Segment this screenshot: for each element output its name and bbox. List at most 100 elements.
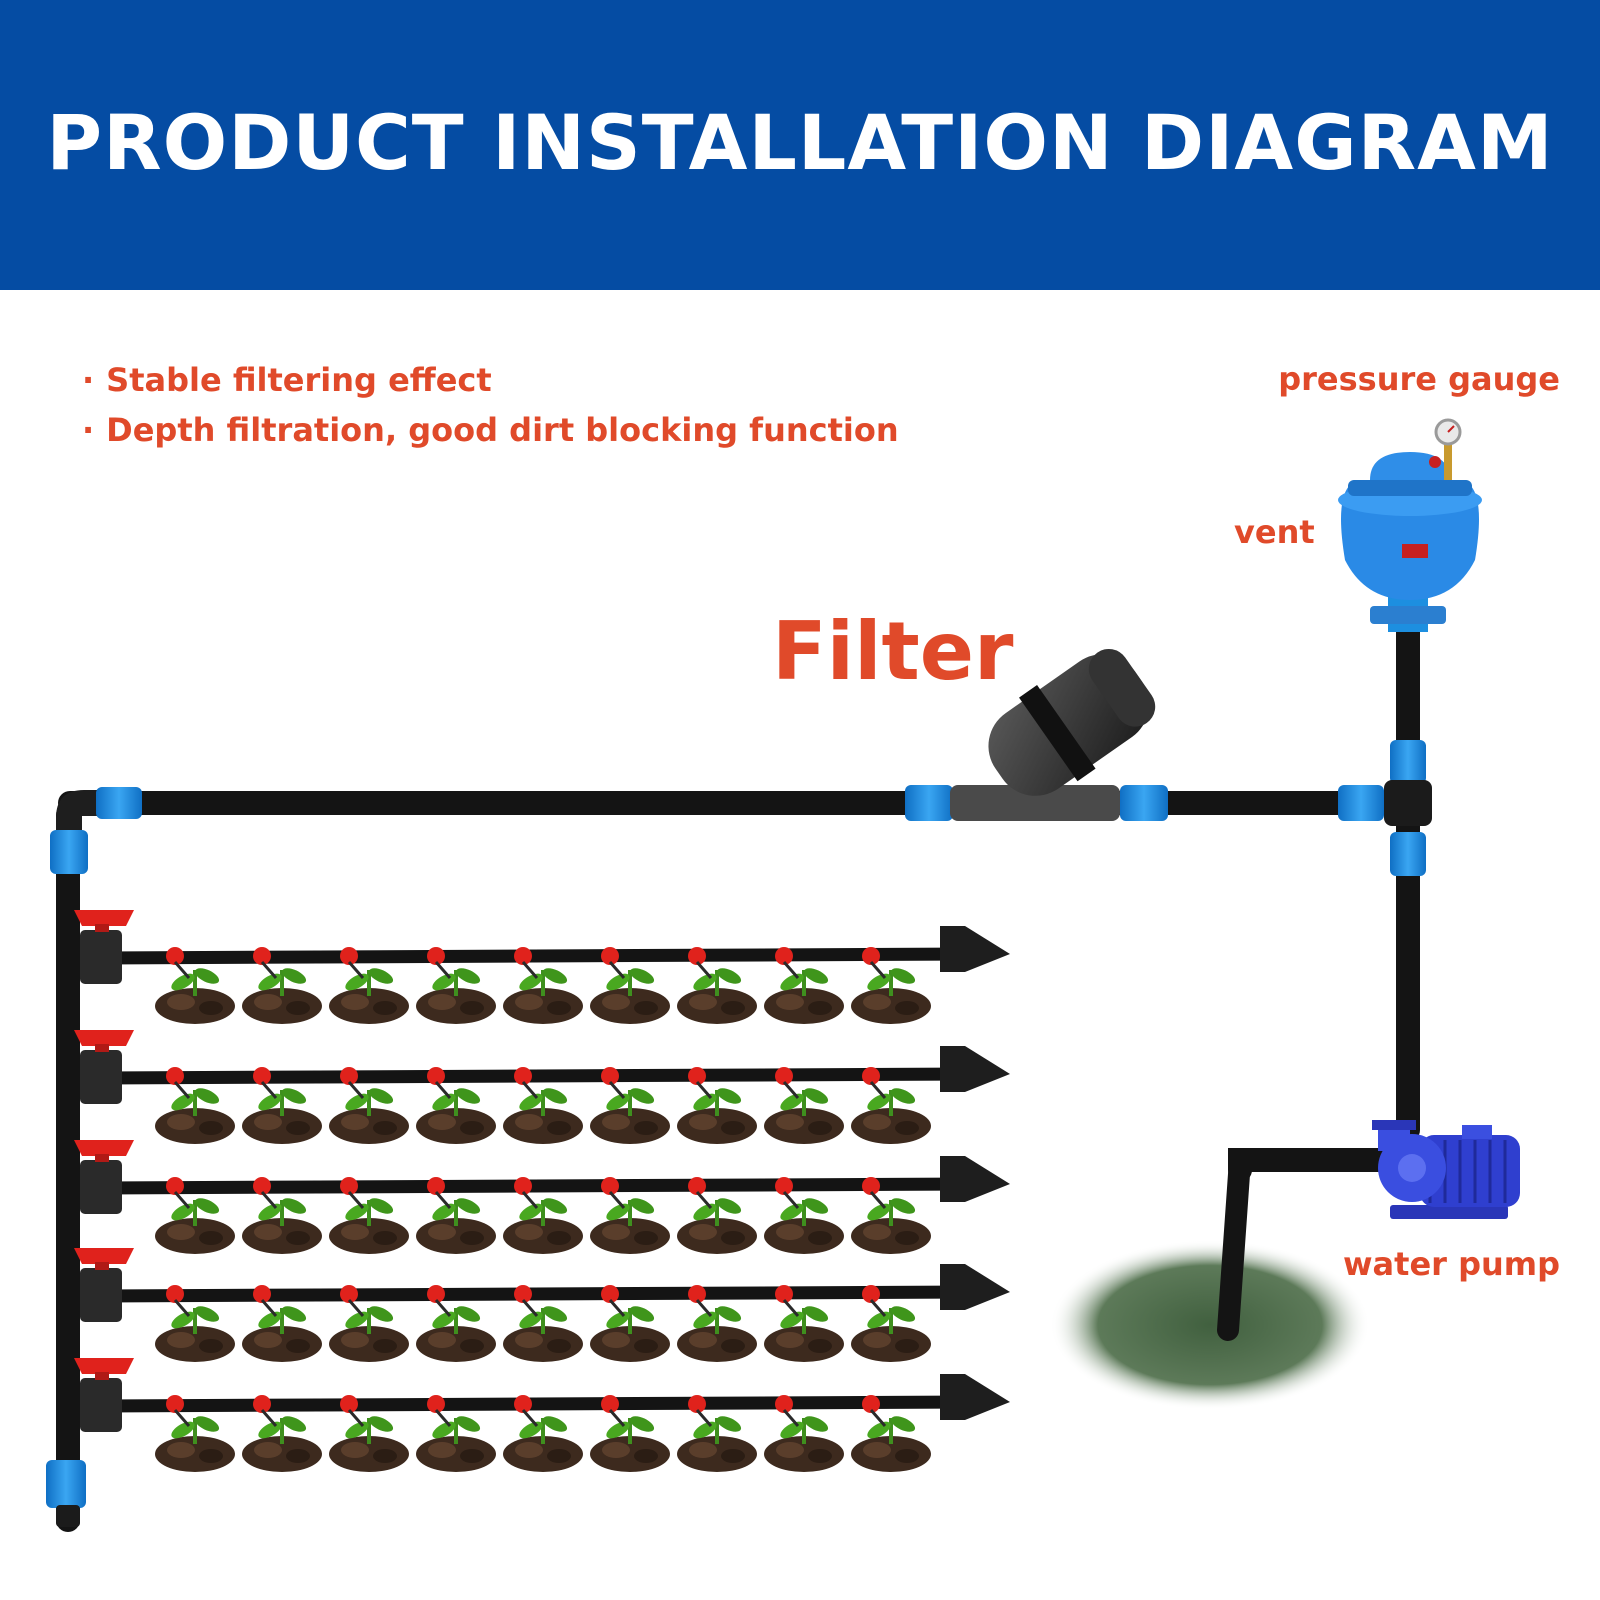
end-plug-icon: [940, 926, 1010, 972]
seedling-icon: [329, 968, 409, 1024]
dripper-icon: [688, 947, 713, 979]
dripper-icon: [514, 1177, 539, 1209]
drip-line: [74, 910, 1010, 1024]
page-title: PRODUCT INSTALLATION DIAGRAM: [46, 98, 1554, 187]
dripper-icon: [862, 1067, 887, 1099]
dripper-icon: [166, 1177, 191, 1209]
dripper-icon: [427, 1067, 452, 1099]
dripper-icon: [253, 1177, 278, 1209]
ball-valve-icon: [74, 910, 134, 984]
dripper-icon: [862, 947, 887, 979]
seedling-icon: [242, 1306, 322, 1362]
connector-group: [46, 740, 1426, 1508]
dripper-icon: [253, 1285, 278, 1317]
dripper-icon: [166, 1395, 191, 1427]
dripper-icon: [688, 1285, 713, 1317]
dripper-icon: [775, 1285, 800, 1317]
seedling-icon: [242, 1416, 322, 1472]
seedling-icon: [155, 1416, 235, 1472]
dripper-icon: [601, 1067, 626, 1099]
seedling-icon: [677, 1198, 757, 1254]
dripper-icon: [166, 1067, 191, 1099]
dripper-icon: [514, 947, 539, 979]
label-pressure-gauge: pressure gauge: [1278, 360, 1560, 398]
dripper-icon: [601, 1285, 626, 1317]
seedling-icon: [242, 1198, 322, 1254]
dripper-icon: [688, 1395, 713, 1427]
label-vent: vent: [1234, 513, 1315, 551]
dripper-icon: [340, 1067, 365, 1099]
seedling-icon: [590, 1088, 670, 1144]
seedling-icon: [764, 1198, 844, 1254]
seedling-icon: [764, 1306, 844, 1362]
connector: [1338, 785, 1384, 821]
connector: [46, 1460, 86, 1508]
seedling-icon: [590, 1198, 670, 1254]
seedling-icon: [155, 1088, 235, 1144]
seedling-icon: [242, 968, 322, 1024]
seedling-icon: [677, 1416, 757, 1472]
dripper-icon: [862, 1395, 887, 1427]
dripper-icon: [166, 1285, 191, 1317]
connector: [50, 830, 88, 874]
seedling-icon: [329, 1306, 409, 1362]
dripper-icon: [253, 947, 278, 979]
seedling-icon: [329, 1198, 409, 1254]
connector: [1390, 832, 1426, 876]
dripper-icon: [427, 1395, 452, 1427]
pressure-gauge-icon: [1429, 418, 1462, 480]
seedling-icon: [851, 1198, 931, 1254]
seedling-icon: [677, 1306, 757, 1362]
seedling-icon: [590, 968, 670, 1024]
end-plug-icon: [940, 1374, 1010, 1420]
water-source-icon: [1050, 1240, 1370, 1410]
dripper-icon: [253, 1395, 278, 1427]
dripper-icon: [427, 1285, 452, 1317]
dripper-icon: [166, 947, 191, 979]
dripper-icon: [775, 1395, 800, 1427]
seedling-icon: [503, 1416, 583, 1472]
dripper-icon: [427, 947, 452, 979]
dripper-icon: [688, 1177, 713, 1209]
seedling-icon: [851, 968, 931, 1024]
drip-line: [74, 1140, 1010, 1254]
seedling-icon: [764, 968, 844, 1024]
drip-line: [74, 1248, 1010, 1362]
feature-list: Stable filtering effect Depth filtration…: [82, 355, 899, 455]
seedling-icon: [851, 1088, 931, 1144]
seedling-icon: [764, 1088, 844, 1144]
seedling-icon: [416, 1306, 496, 1362]
dripper-icon: [340, 1177, 365, 1209]
connector: [96, 787, 142, 819]
main-pipe: [56, 618, 1422, 1532]
seedling-icon: [416, 1416, 496, 1472]
seedling-icon: [590, 1306, 670, 1362]
ball-valve-icon: [74, 1140, 134, 1214]
dripper-icon: [601, 947, 626, 979]
seedling-icon: [677, 968, 757, 1024]
dripper-icon: [514, 1395, 539, 1427]
dripper-icon: [340, 1395, 365, 1427]
drip-line: [74, 1030, 1010, 1144]
seedling-icon: [503, 1198, 583, 1254]
dripper-icon: [427, 1177, 452, 1209]
seedling-icon: [851, 1306, 931, 1362]
feature-item: Stable filtering effect: [82, 355, 899, 405]
seedling-icon: [416, 968, 496, 1024]
seedling-icon: [503, 1088, 583, 1144]
dripper-icon: [775, 1067, 800, 1099]
feature-item: Depth filtration, good dirt blocking fun…: [82, 405, 898, 455]
end-cap: [56, 1505, 80, 1527]
ball-valve-icon: [74, 1358, 134, 1432]
dripper-icon: [340, 947, 365, 979]
dripper-icon: [601, 1177, 626, 1209]
filter-icon: [950, 648, 1156, 821]
end-plug-icon: [940, 1156, 1010, 1202]
dripper-icon: [688, 1067, 713, 1099]
dripper-icon: [775, 1177, 800, 1209]
seedling-icon: [329, 1088, 409, 1144]
seedling-icon: [155, 1306, 235, 1362]
seedling-icon: [503, 1306, 583, 1362]
ball-valve-icon: [74, 1030, 134, 1104]
seedling-icon: [329, 1416, 409, 1472]
